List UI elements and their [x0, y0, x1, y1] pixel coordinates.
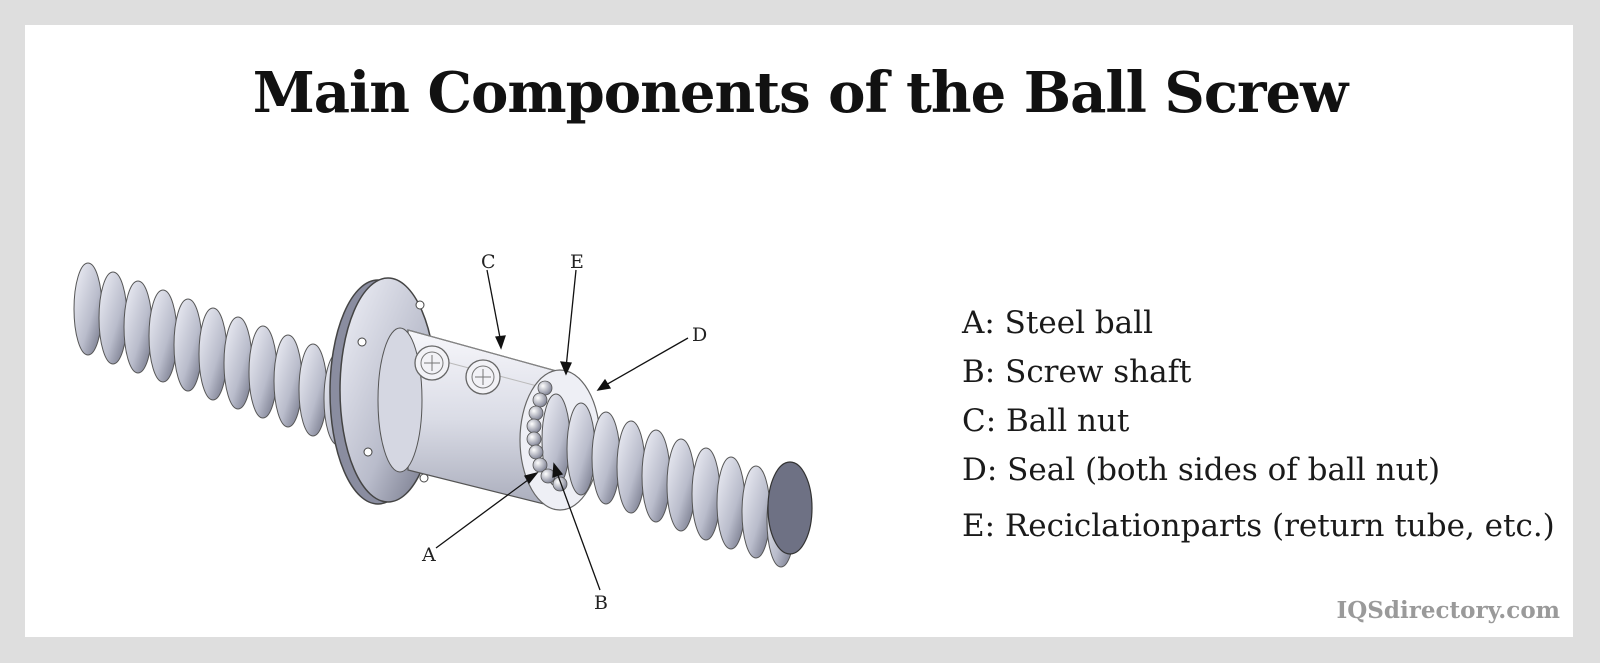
callout-a: A [421, 544, 436, 566]
page-title: Main Components of the Ball Screw [252, 60, 1349, 126]
callout-b: B [594, 592, 608, 614]
leader-lines [435, 269, 689, 591]
legend-item-d: D: Seal (both sides of ball nut) [962, 452, 1441, 488]
legend-item-a: A: Steel ball [962, 305, 1153, 341]
legend-item-c: C: Ball nut [962, 403, 1130, 439]
screw-shaft-right [541, 393, 813, 568]
watermark-logo: IQSdirectory.com [1336, 597, 1560, 624]
callout-c: C [481, 251, 496, 273]
callout-d: D [692, 324, 707, 346]
steel-balls [526, 380, 568, 492]
legend-item-b: B: Screw shaft [962, 354, 1192, 390]
callout-labels: C E D A B [421, 251, 707, 614]
screw-shaft-left [73, 262, 353, 446]
legend-item-e: E: Reciclationparts (return tube, etc.) [962, 508, 1555, 544]
callout-e: E [570, 251, 584, 273]
